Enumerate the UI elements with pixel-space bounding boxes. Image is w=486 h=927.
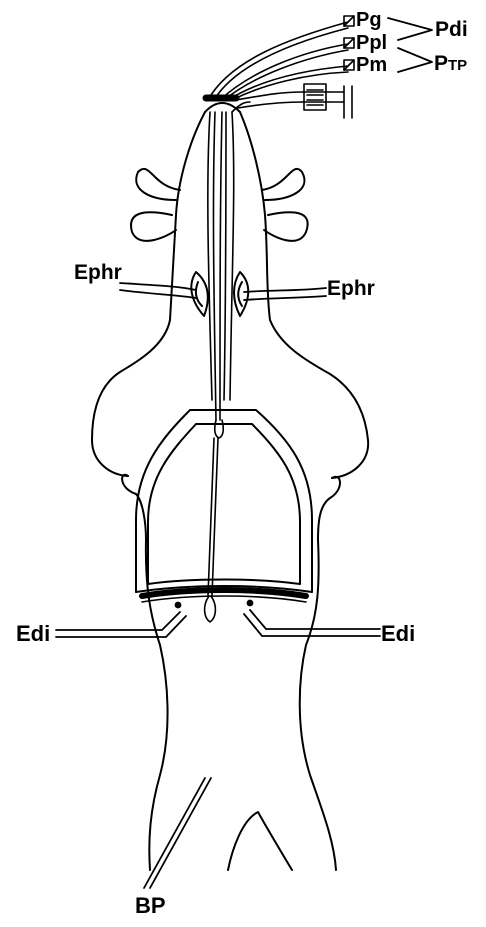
label-pg: Pg [356,10,382,30]
edi-left-leads [56,603,186,638]
label-ptp-sub: TP [448,57,467,74]
ptp-bracket [398,48,432,72]
right-neck-incision [234,272,248,316]
label-ephr-left: Ephr [74,262,122,283]
ephr-wires-right [244,288,326,300]
label-pm: Pm [356,55,387,75]
left-ear [131,169,180,241]
bp-catheter [144,778,211,888]
label-ppl: Ppl [356,33,387,53]
edi-right-leads [244,601,380,637]
left-neck-incision [191,272,207,316]
label-ptp: PTP [434,53,467,74]
pneumotachograph [304,84,352,118]
label-edi-right: Edi [381,623,415,645]
label-ephr-right: Ephr [327,278,375,299]
diaphragm-band [142,590,306,596]
right-ear [262,169,308,241]
label-pdi: Pdi [435,19,468,40]
thorax-frame [136,410,312,592]
ephr-wires-left [120,283,196,298]
diaphragm-lower [142,596,306,602]
pdi-bracket [388,18,432,40]
catheters [205,112,234,622]
label-ptp-main: P [434,52,448,75]
transducers [344,16,354,70]
label-bp: BP [135,895,166,917]
label-edi-left: Edi [16,623,50,645]
